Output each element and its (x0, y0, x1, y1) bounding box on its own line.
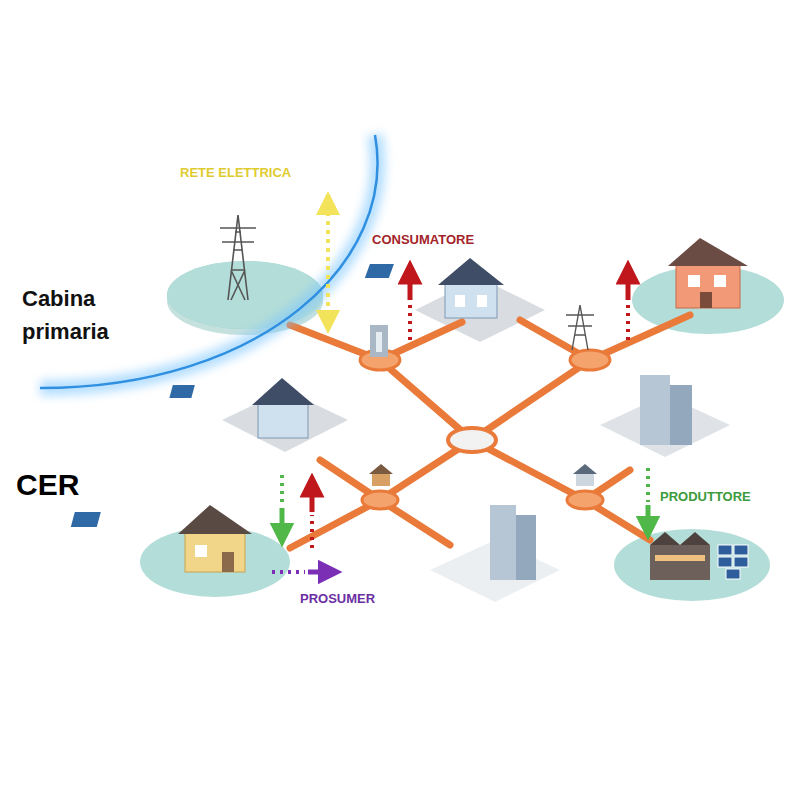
window (714, 275, 726, 287)
arrow-tail (310, 515, 314, 548)
house-roof (438, 258, 504, 285)
house-wall (185, 530, 245, 572)
small-house (576, 472, 594, 486)
solar-panel (734, 557, 748, 567)
factory-producer (650, 532, 748, 580)
solar-panel (726, 569, 740, 579)
window (195, 545, 207, 557)
house-wall (258, 402, 308, 438)
consumption-arrow (408, 272, 413, 300)
pylon (220, 215, 256, 300)
building (516, 515, 536, 580)
window (455, 295, 465, 307)
substation-towers (370, 325, 388, 357)
arrow-tail (408, 305, 412, 340)
small-roof (573, 464, 597, 474)
tower (370, 325, 388, 357)
door (222, 552, 234, 572)
consumer-label: CONSUMATORE (372, 233, 474, 248)
grid-hub (448, 428, 496, 452)
grid-line (290, 325, 650, 540)
solar-panel (169, 385, 194, 398)
house (169, 378, 314, 438)
pylon-icon (220, 215, 256, 300)
grid-hub (570, 350, 610, 370)
production-arrow (280, 508, 285, 535)
solar-field (718, 545, 748, 579)
prosumer-label: PROSUMER (300, 592, 375, 607)
house-wall (445, 282, 497, 318)
community-label: CER (16, 468, 79, 503)
arrow-tail (626, 305, 630, 340)
house-prosumer (71, 505, 252, 572)
producer-label: PRODUTTORE (660, 490, 751, 505)
solar-panel (718, 545, 732, 555)
solar-panel (718, 557, 732, 567)
grid-hub (362, 491, 398, 509)
factory (650, 545, 710, 580)
platform (614, 529, 770, 601)
production-arrow (646, 505, 651, 528)
grid-exchange-arrow (326, 203, 330, 322)
factory-roof (650, 532, 710, 545)
house-consumer (668, 238, 748, 308)
boundary-arc (40, 135, 378, 388)
tower-window (376, 332, 382, 352)
grid-label: RETE ELETTRICA (180, 166, 291, 181)
window (477, 295, 487, 307)
arrow-tail (280, 475, 284, 505)
pylon-icon (566, 305, 594, 350)
small-roof (369, 464, 393, 474)
substation-label: Cabina primaria (22, 282, 142, 348)
building (490, 505, 516, 580)
house-roof (668, 238, 748, 266)
door (700, 292, 712, 308)
house-roof (178, 505, 252, 534)
arrow-tail (272, 570, 305, 574)
consumption-arrow (310, 485, 315, 512)
building (640, 375, 670, 445)
boundary-glow (40, 135, 378, 388)
grid-hub (567, 491, 603, 509)
flow-arrows (272, 203, 648, 572)
platforms (140, 261, 784, 602)
house-roof (252, 378, 314, 405)
factory-windows (655, 555, 705, 561)
building (670, 385, 692, 445)
self-consumption-arrow (308, 570, 330, 575)
window (688, 275, 700, 287)
arrow-tail (646, 468, 650, 502)
grid-hubs (360, 350, 610, 509)
skyscrapers (369, 375, 692, 580)
solar-panel (734, 545, 748, 555)
consumption-arrow (626, 272, 631, 300)
pylon (566, 305, 594, 350)
house-wall (676, 262, 740, 308)
solar-panel (71, 512, 101, 527)
solar-panel (365, 264, 394, 278)
small-house (372, 472, 390, 486)
platform (140, 527, 290, 597)
house-consumer (365, 258, 504, 318)
grid-line (290, 440, 472, 548)
